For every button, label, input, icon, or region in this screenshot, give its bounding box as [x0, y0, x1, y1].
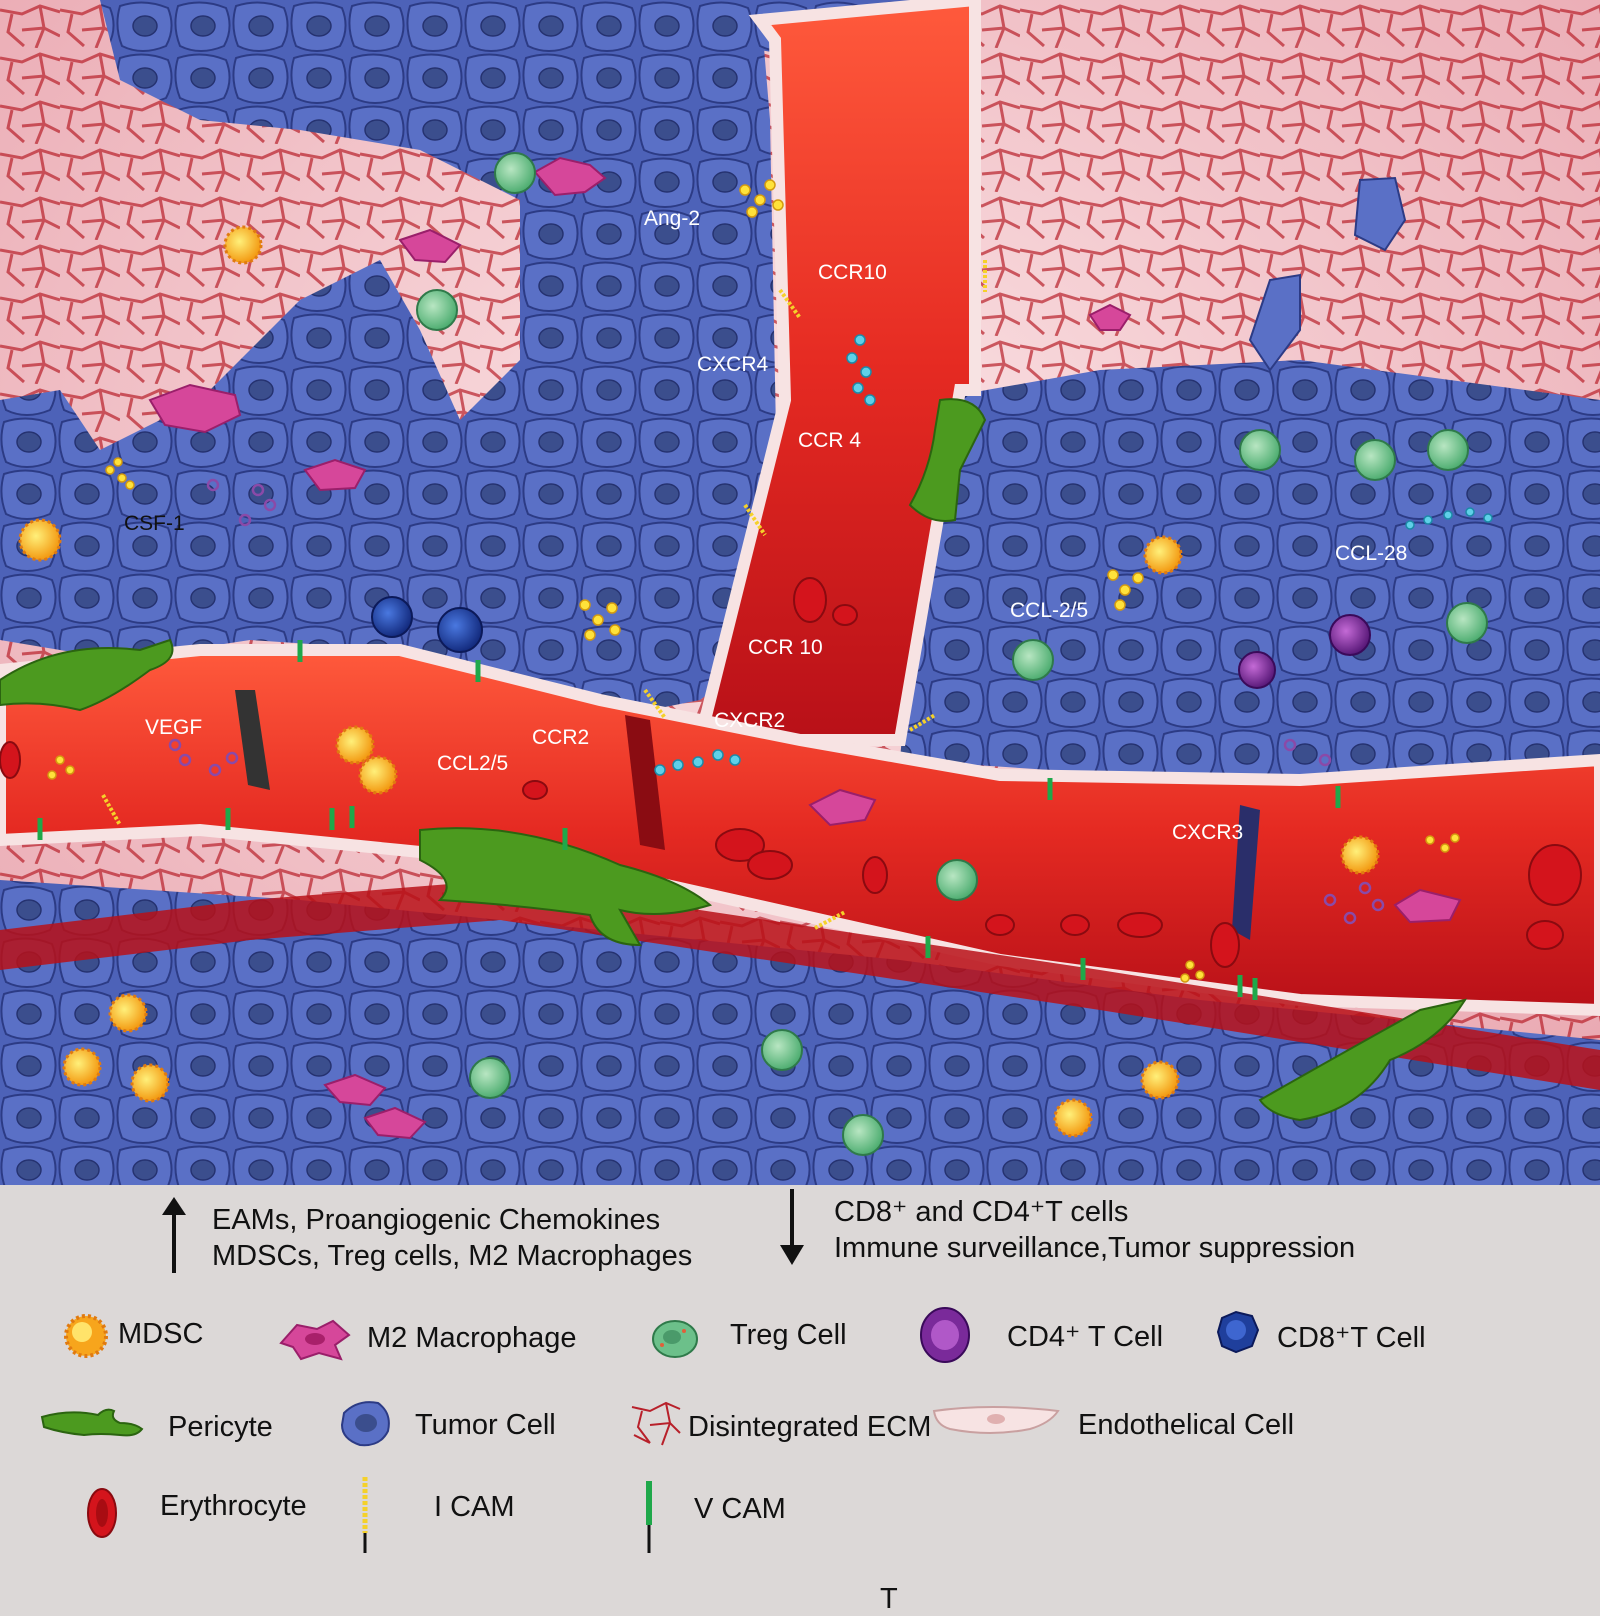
pericytes: [0, 398, 1468, 1122]
mdsc-cells: [18, 225, 1380, 1138]
label-csf1: CSF-1: [124, 512, 185, 535]
ecm-icon: [631, 1401, 681, 1446]
legend-m2: M2 Macrophage: [367, 1322, 577, 1354]
icam-icon: [362, 1477, 368, 1553]
label-ccr4: CCR 4: [798, 429, 861, 452]
tumor-microenvironment-illustration: Ang-2 CCR10 CXCR4 CCR 4 CSF-1 CCL-28 CCL…: [0, 0, 1600, 1185]
label-ccl25-right: CCL-2/5: [1010, 599, 1088, 622]
legend-ecm: Disintegrated ECM: [688, 1411, 932, 1443]
legend-cd8: CD8⁺T Cell: [1277, 1322, 1426, 1354]
cd4-t-cell-icon: [920, 1307, 970, 1363]
legend-erythrocyte: Erythrocyte: [160, 1490, 307, 1522]
label-cxcr4: CXCR4: [697, 353, 769, 376]
legend-mdsc: MDSC: [118, 1318, 204, 1350]
chemokine-clusters: [47, 179, 1460, 983]
up-arrow-icon: [162, 1197, 186, 1273]
cd8-t-cells: [371, 596, 483, 653]
mdsc-icon: [64, 1314, 108, 1358]
erythrocytes: [0, 577, 1582, 968]
legend-tumor: Tumor Cell: [415, 1409, 556, 1441]
blood-vessel: [0, 0, 1600, 1090]
treg-cell-icon: [652, 1320, 698, 1358]
m2-macrophages: [148, 156, 1462, 1140]
legend-icam: I CAM: [434, 1491, 515, 1523]
legend-vcam: V CAM: [694, 1493, 786, 1525]
label-vegf: VEGF: [145, 716, 202, 739]
summary-down-line1: CD8⁺ and CD4⁺T cells: [834, 1196, 1129, 1228]
m2-macrophage-icon: [279, 1319, 351, 1361]
label-ccl28: CCL-28: [1335, 542, 1407, 565]
label-cxcr2: CXCR2: [714, 709, 785, 732]
cd4-t-cells: [1238, 614, 1371, 689]
pericyte-icon: [40, 1408, 144, 1437]
purple-chemokine-clusters: [168, 478, 1385, 925]
label-cxcr3: CXCR3: [1172, 821, 1243, 844]
legend-panel: EAMs, Proangiogenic Chemokines MDSCs, Tr…: [0, 1185, 1600, 1615]
erythrocyte-icon: [87, 1488, 117, 1538]
cd8-t-cell-icon: [1216, 1310, 1260, 1354]
down-arrow-icon: [780, 1189, 804, 1265]
summary-down-line2: Immune surveillance,Tumor suppression: [834, 1232, 1356, 1264]
summary-up-line1: EAMs, Proangiogenic Chemokines: [212, 1204, 661, 1236]
summary-up-line2: MDSCs, Treg cells, M2 Macrophages: [212, 1240, 693, 1272]
label-ccr2: CCR2: [532, 726, 589, 749]
adhesion-molecules: [37, 260, 1341, 1000]
vcam-icon: [646, 1481, 652, 1553]
tumor-cell-icon: [340, 1401, 390, 1447]
endothelial-cell-icon: [932, 1406, 1060, 1434]
label-ccr10-mid: CCR 10: [748, 636, 823, 659]
treg-cells: [416, 152, 1488, 1156]
label-ccr10-top: CCR10: [818, 261, 887, 284]
legend-endo: Endothelical Cell: [1078, 1409, 1295, 1441]
legend-pericyte: Pericyte: [168, 1411, 273, 1443]
cyan-chemokine-clusters: [654, 334, 1493, 776]
label-ang2: Ang-2: [644, 207, 700, 230]
legend-cd4: CD4⁺ T Cell: [1007, 1321, 1164, 1353]
legend-treg: Treg Cell: [730, 1319, 847, 1351]
label-ccl25-left: CCL2/5: [437, 752, 508, 775]
